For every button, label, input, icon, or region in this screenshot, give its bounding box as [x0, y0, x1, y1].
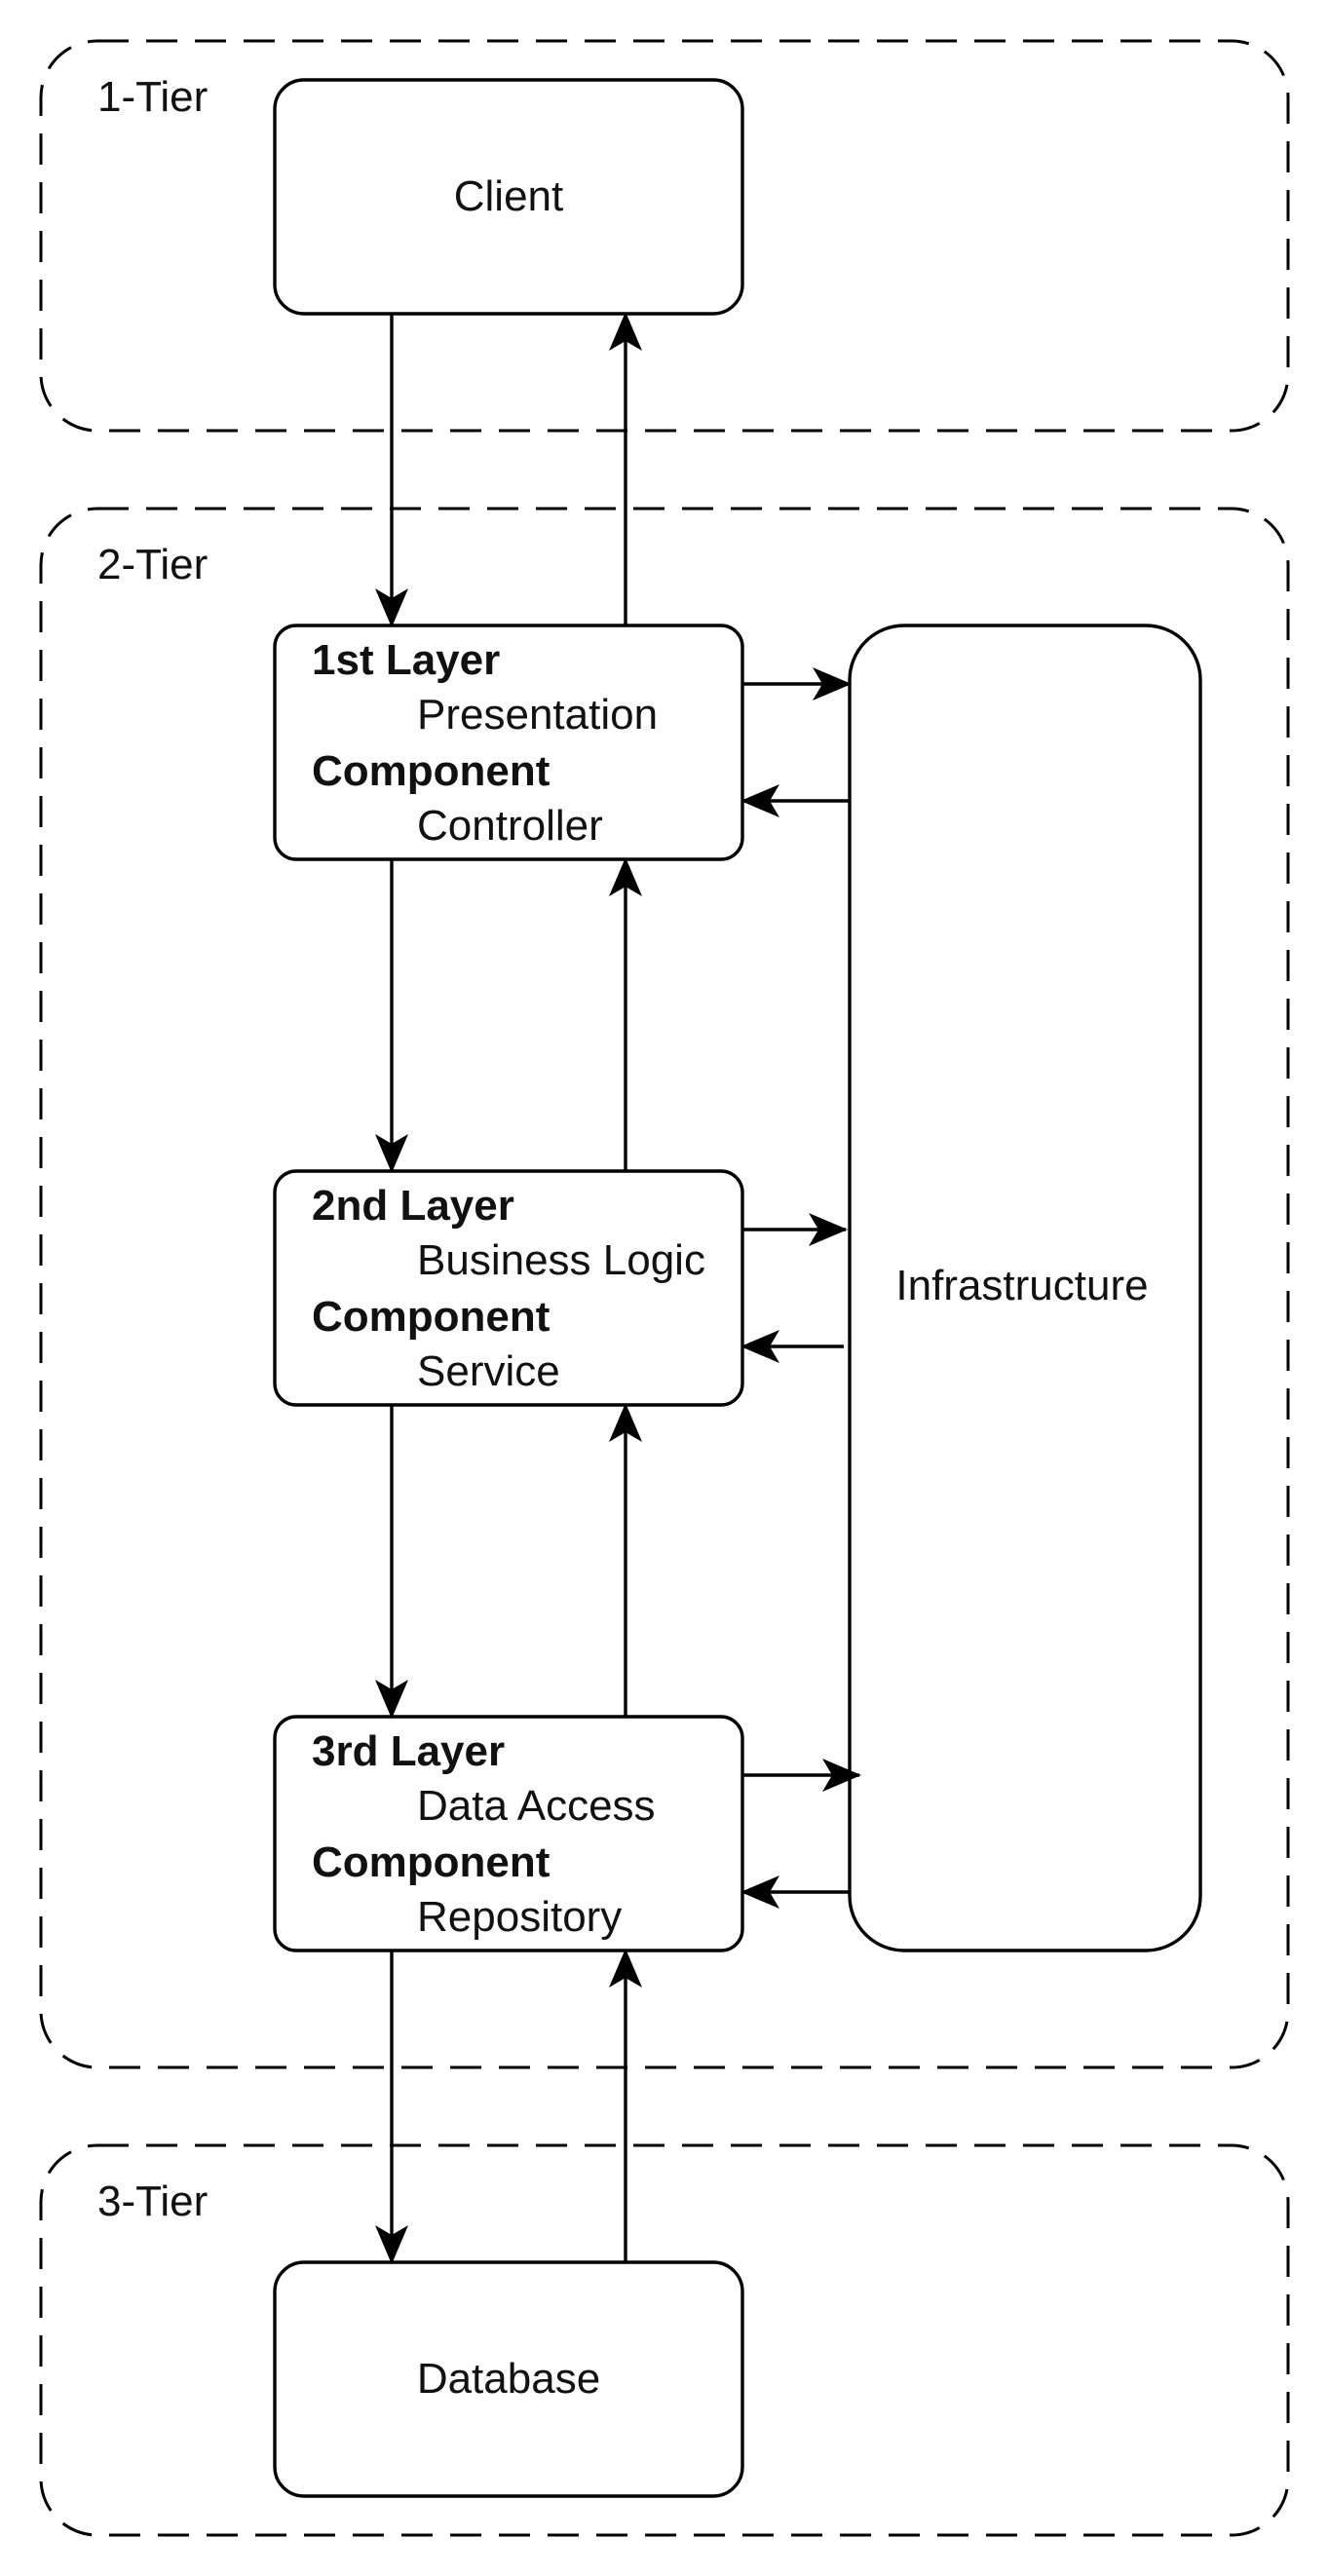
tier-3-container: 3-Tier [39, 2143, 1290, 2537]
layer-1-box: 1st Layer Presentation Component Control… [273, 624, 744, 861]
database-box: Database [273, 2260, 744, 2498]
layer-3-name: Data Access [417, 1782, 656, 1830]
tier-2-label: 2-Tier [97, 541, 208, 588]
infrastructure-label: Infrastructure [895, 1262, 1148, 1309]
layer-1-name: Presentation [417, 691, 658, 739]
layer-2-box: 2nd Layer Business Logic Component Servi… [273, 1169, 744, 1407]
layer-3-title: 3rd Layer [312, 1727, 505, 1775]
client-label: Client [454, 172, 564, 220]
layer-3-component-label: Component [312, 1838, 551, 1886]
layer-1-component-label: Component [312, 747, 551, 795]
tier-1-label: 1-Tier [97, 73, 208, 121]
layer-3-component: Repository [417, 1893, 622, 1941]
layer-1-title: 1st Layer [312, 636, 500, 684]
client-box: Client [273, 78, 744, 316]
layer-2-name: Business Logic [417, 1236, 705, 1284]
layer-2-component-label: Component [312, 1293, 551, 1341]
tier-3-label: 3-Tier [97, 2178, 208, 2225]
database-label: Database [417, 2355, 600, 2403]
layer-2-component: Service [417, 1347, 560, 1395]
tier-2-container: 2-Tier [39, 507, 1290, 2069]
layer-2-title: 2nd Layer [312, 1182, 514, 1230]
tier-1-container: 1-Tier [39, 39, 1290, 433]
layer-1-component: Controller [417, 802, 603, 850]
layer-3-box: 3rd Layer Data Access Component Reposito… [273, 1715, 744, 1952]
infrastructure-box: Infrastructure [848, 624, 1202, 1952]
